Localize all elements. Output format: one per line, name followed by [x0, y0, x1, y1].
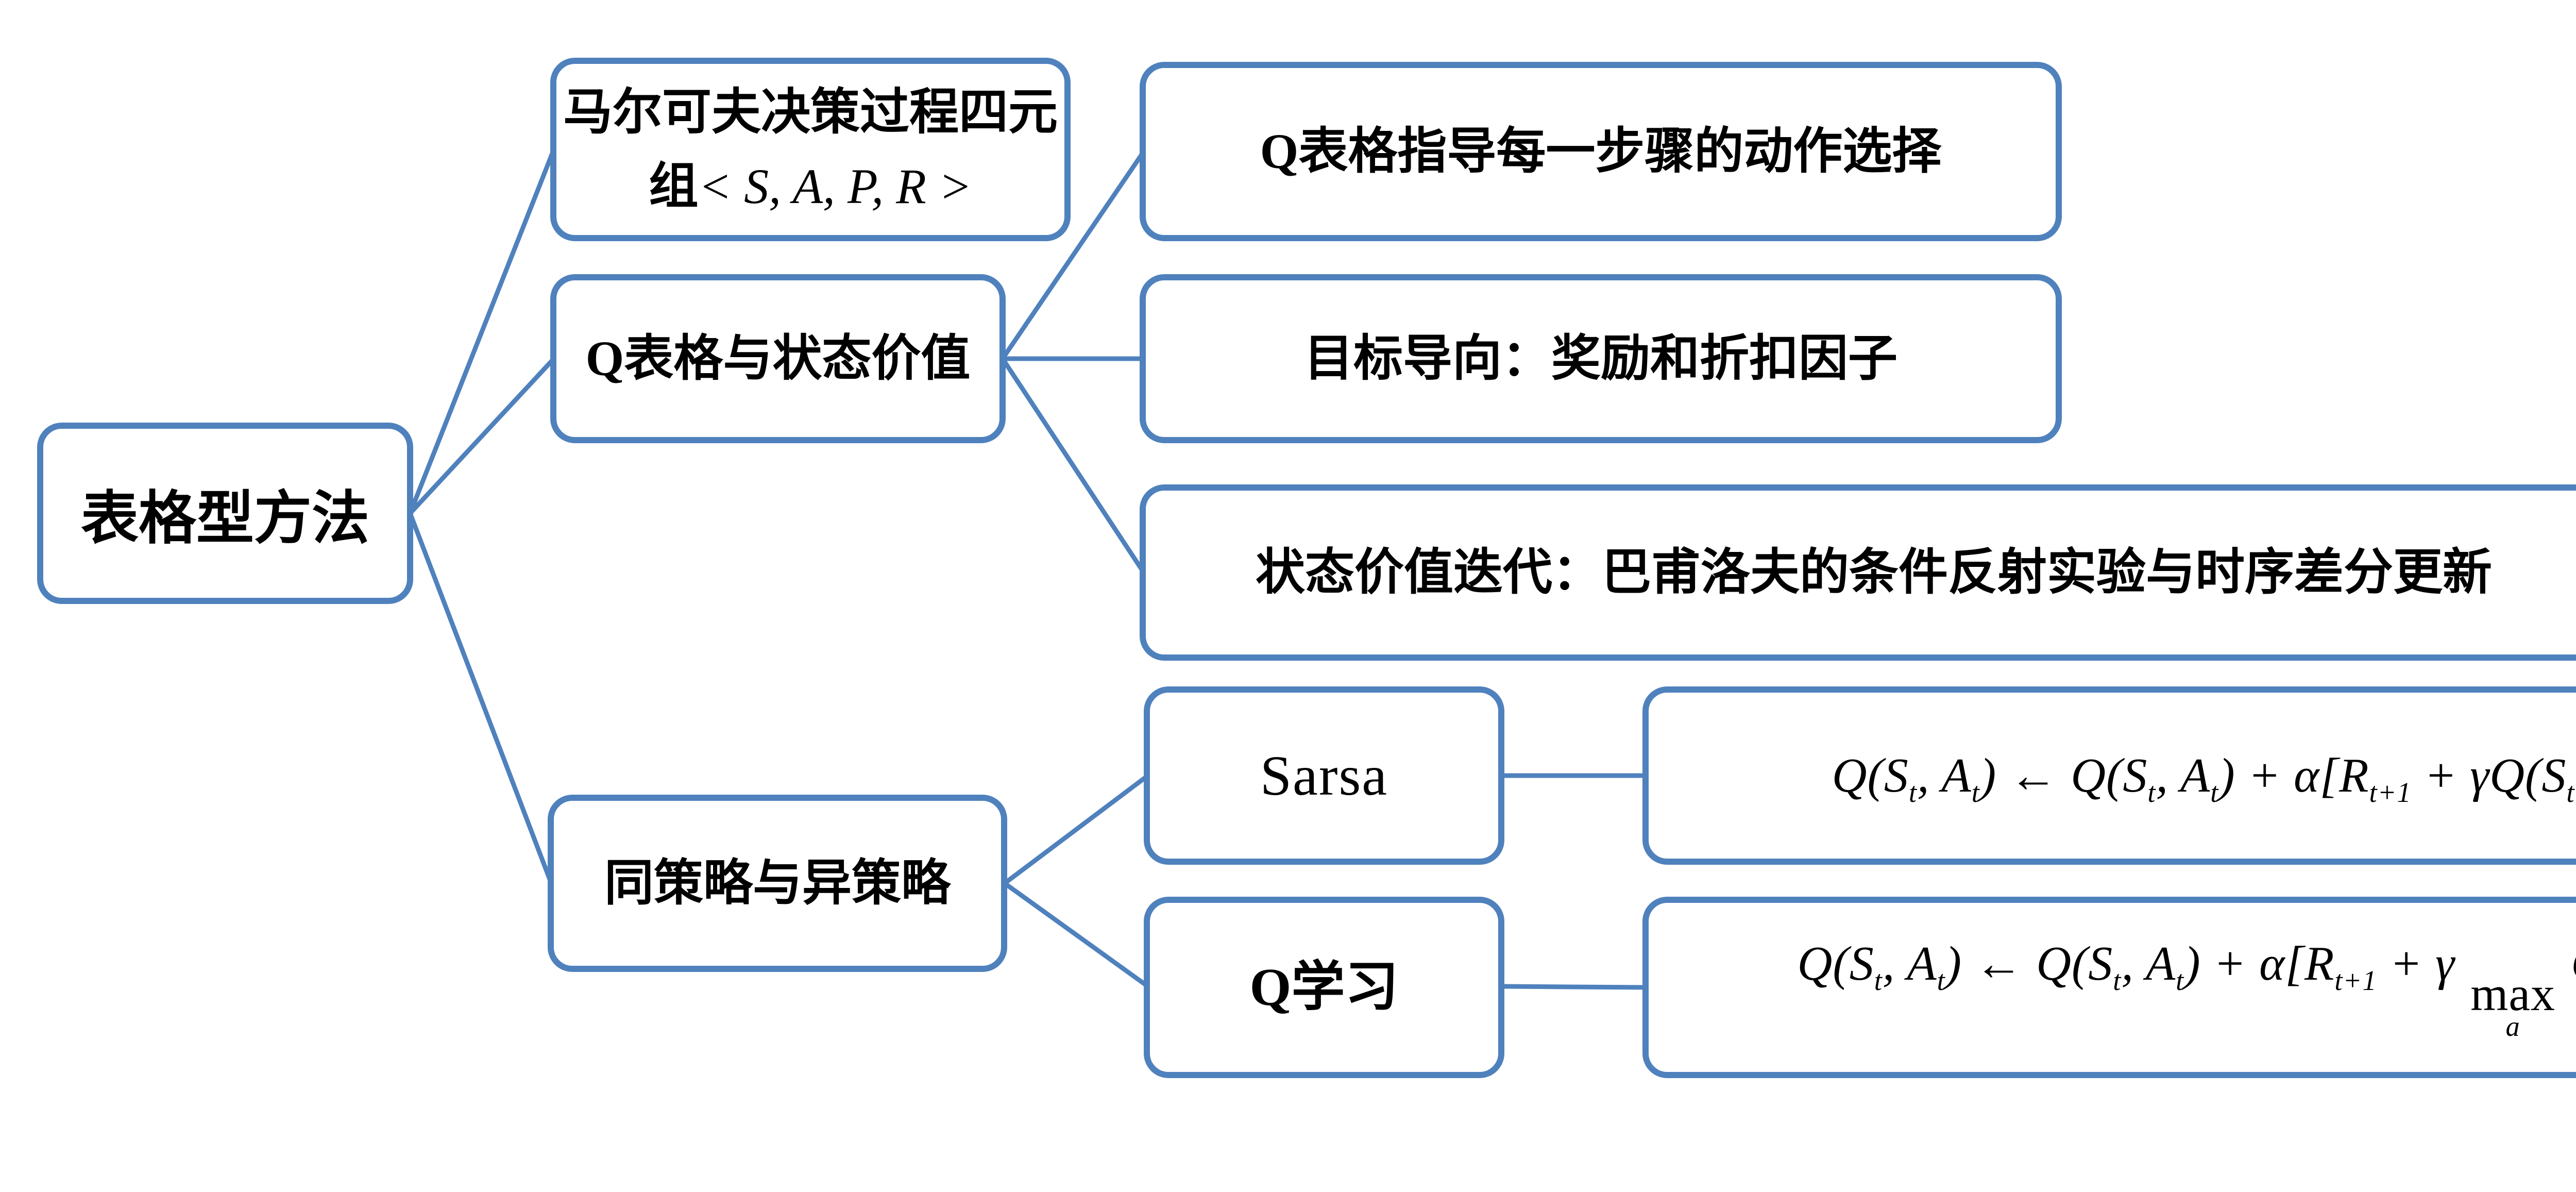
root-node-label: 表格型方法: [81, 487, 369, 551]
node-qtable-state-value-label: Q表格与状态价值: [585, 331, 971, 386]
connector-qlearning-to-formula: [1501, 984, 1647, 990]
connector-root-to-mdp: [408, 148, 556, 514]
leaf-state-value-iteration-label: 状态价值迭代：巴甫洛夫的条件反射实验与时序差分更新: [1256, 545, 2492, 600]
node-sarsa-label: Sarsa: [1260, 744, 1388, 807]
node-q-learning: Q学习: [1144, 897, 1504, 1078]
node-sarsa: Sarsa: [1144, 686, 1504, 865]
connector-qtable-to-action: [1001, 150, 1146, 360]
node-mdp-tuple: 马尔可夫决策过程四元组< S, A, P, R >: [550, 58, 1071, 241]
node-qtable-state-value: Q表格与状态价值: [550, 274, 1006, 443]
connector-policy-to-qlearning: [1003, 881, 1149, 988]
leaf-goal-oriented-reward-discount: 目标导向：奖励和折扣因子: [1140, 274, 2062, 443]
leaf-state-value-iteration: 状态价值迭代：巴甫洛夫的条件反射实验与时序差分更新: [1140, 484, 2576, 661]
node-mdp-tuple-math: < S, A, P, R >: [698, 159, 972, 214]
leaf-goal-oriented-reward-discount-label: 目标导向：奖励和折扣因子: [1304, 331, 1897, 386]
formula-sarsa-update-text: Q(St, At) ← Q(St, At) + α[Rt+1 + γQ(St+1…: [1832, 749, 2576, 808]
node-on-policy-off-policy-label: 同策略与异策略: [604, 855, 951, 911]
node-q-learning-label: Q学习: [1249, 958, 1399, 1017]
connector-root-to-policy: [408, 512, 554, 884]
connector-root-to-qtable: [408, 357, 556, 515]
formula-sarsa-update: Q(St, At) ← Q(St, At) + α[Rt+1 + γQ(St+1…: [1642, 686, 2576, 865]
connector-policy-to-sarsa: [1003, 774, 1149, 885]
node-mdp-tuple-label: 马尔可夫决策过程四元组< S, A, P, R >: [562, 75, 1059, 224]
node-on-policy-off-policy: 同策略与异策略: [548, 795, 1007, 972]
leaf-qtable-action-selection: Q表格指导每一步骤的动作选择: [1140, 62, 2062, 241]
leaf-qtable-action-selection-label: Q表格指导每一步骤的动作选择: [1260, 124, 1942, 179]
connector-qtable-to-iteration: [1001, 357, 1146, 574]
node-mdp-tuple-text: 马尔可夫决策过程四元组: [563, 85, 1058, 214]
root-node-tabular-methods: 表格型方法: [37, 423, 413, 604]
